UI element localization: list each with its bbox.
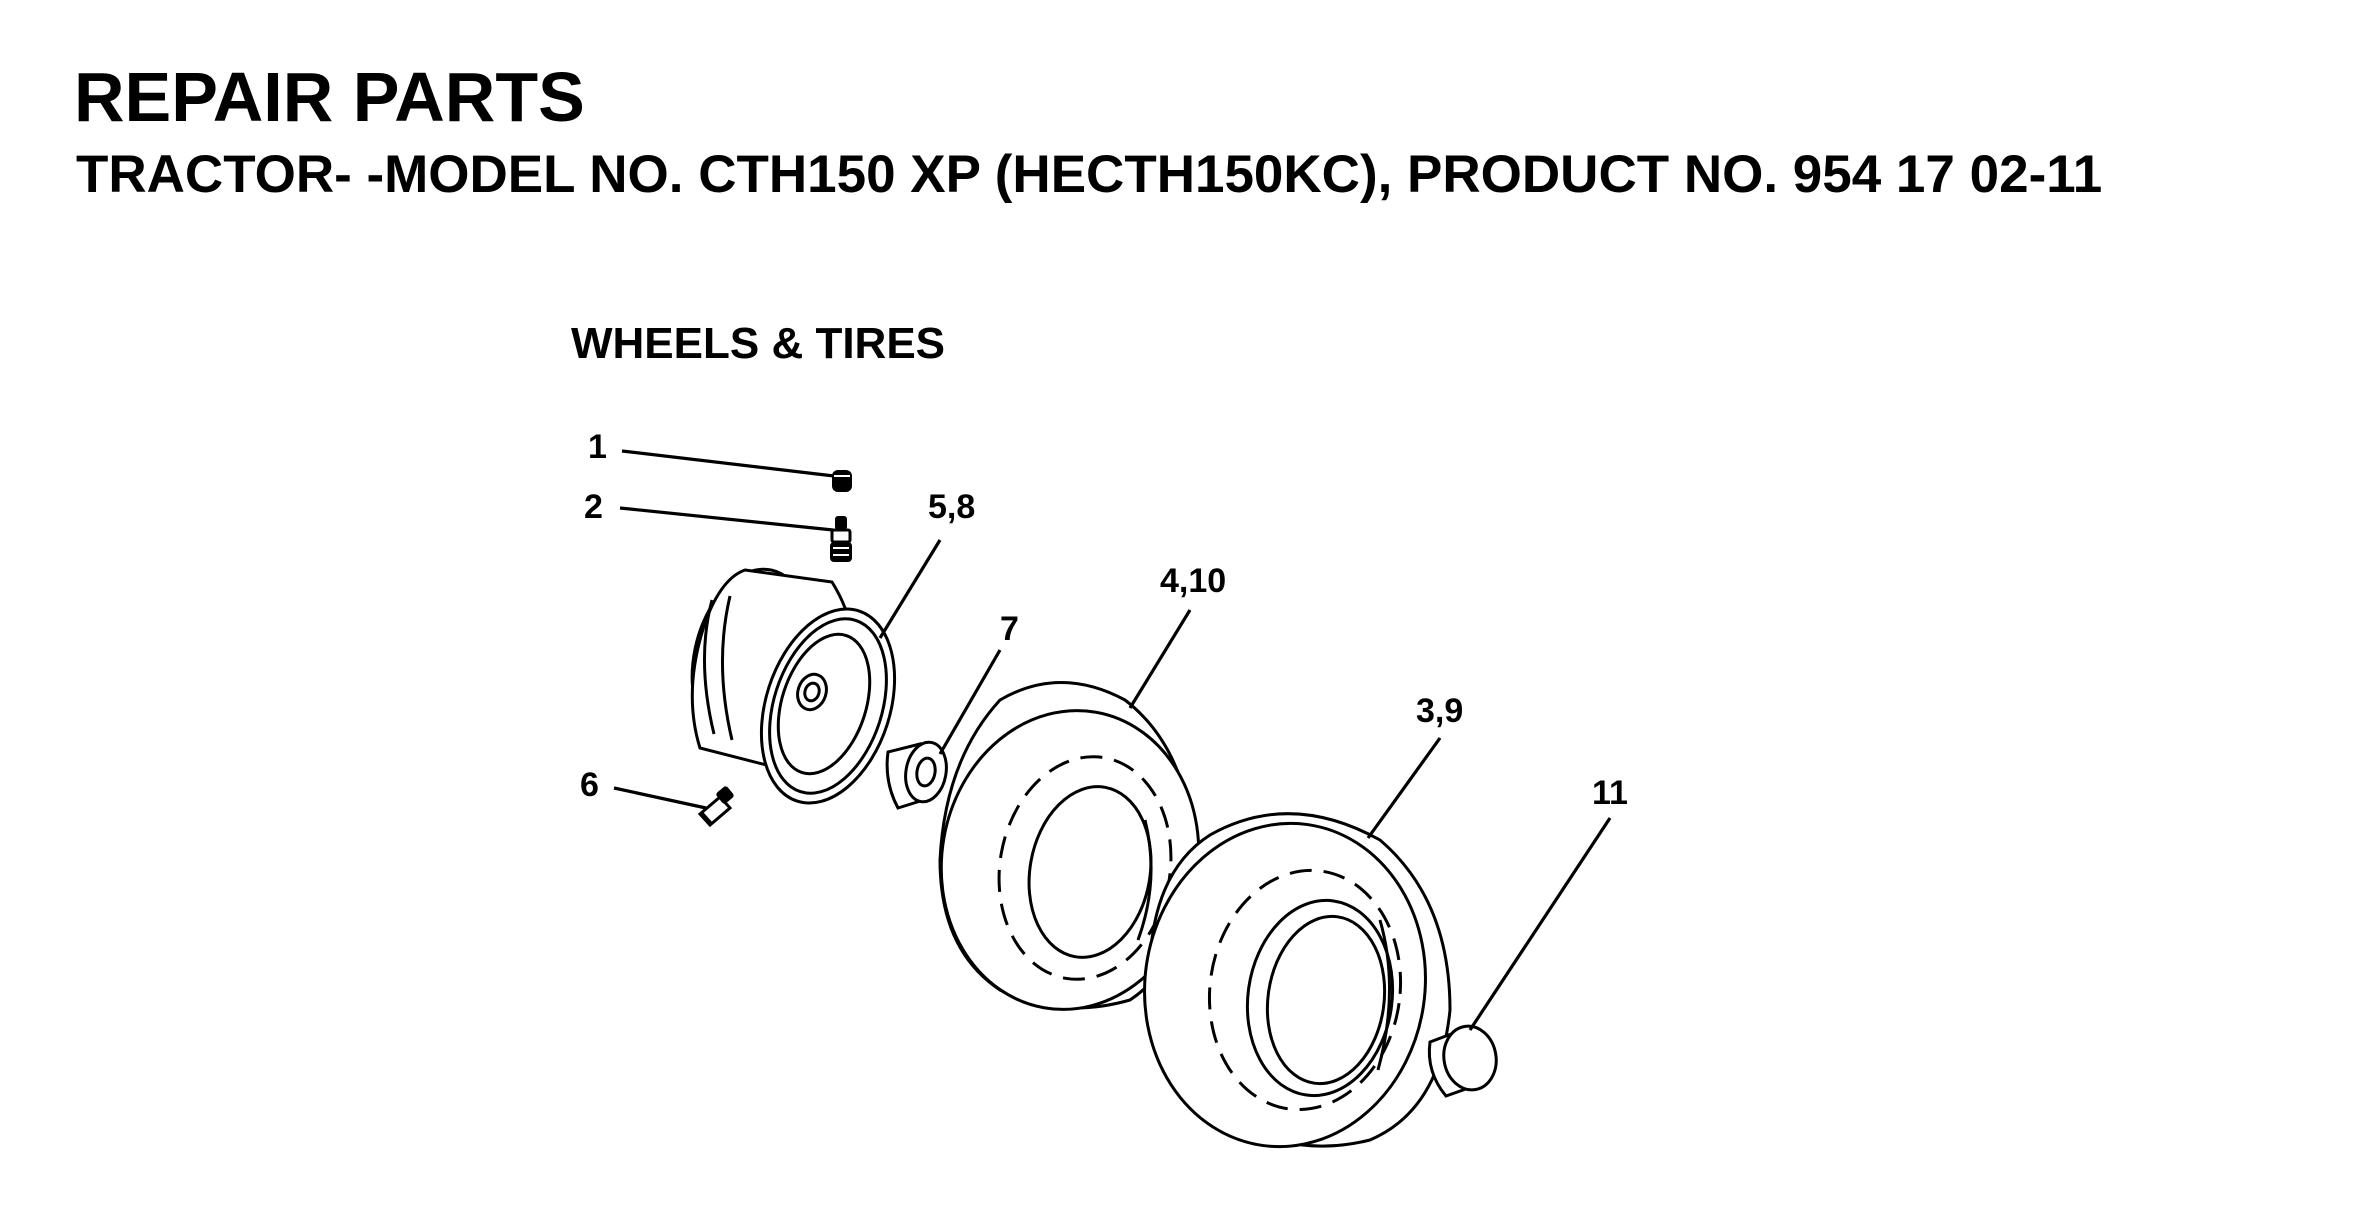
leader-line-5-8 xyxy=(878,539,942,639)
flange-bushing-part xyxy=(885,740,948,810)
leader-line-4-10 xyxy=(1128,609,1192,709)
callout-4-10: 4,10 xyxy=(1160,562,1226,600)
page-subtitle: TRACTOR- -MODEL NO. CTH150 XP (HECTH150K… xyxy=(76,145,2103,204)
callout-6: 6 xyxy=(580,766,599,804)
wheel-rim-part xyxy=(690,567,897,805)
rear-tire-part xyxy=(1143,812,1452,1149)
callout-3-9: 3,9 xyxy=(1416,692,1463,730)
callout-1: 1 xyxy=(588,428,607,466)
callout-7: 7 xyxy=(1000,610,1019,648)
leader-line-3-9 xyxy=(1366,737,1442,839)
page-title: REPAIR PARTS xyxy=(74,58,585,136)
hub-cap-part xyxy=(1427,1024,1498,1098)
section-title: WHEELS & TIRES xyxy=(571,319,946,368)
leader-line-1 xyxy=(621,449,835,478)
leader-line-7 xyxy=(938,649,1002,755)
valve-stem-part xyxy=(830,516,852,562)
front-tire-part xyxy=(938,681,1201,1011)
valve-cap-part xyxy=(832,470,852,492)
leader-line-2 xyxy=(619,506,834,532)
callout-11: 11 xyxy=(1592,774,1628,812)
grease-fitting-part xyxy=(697,786,734,828)
leader-line-11 xyxy=(1468,817,1612,1031)
callout-5-8: 5,8 xyxy=(928,488,975,526)
leader-line-6 xyxy=(613,786,707,810)
callout-2: 2 xyxy=(584,488,603,526)
